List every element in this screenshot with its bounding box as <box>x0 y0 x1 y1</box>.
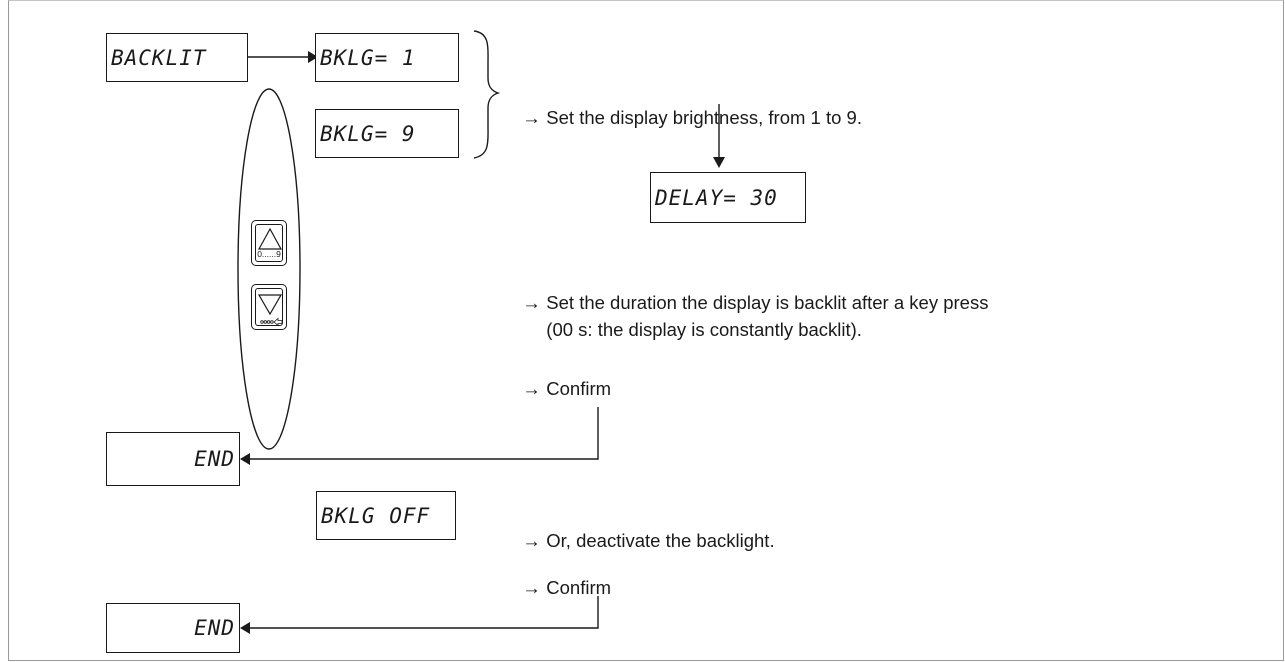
arrow-confirm-to-end-2 <box>250 596 599 629</box>
down-triangle-icon <box>257 294 283 327</box>
step-confirm-1: →Confirm <box>512 348 611 402</box>
duration-line-1: Set the duration the display is backlit … <box>546 292 989 313</box>
enter-dots-arrow-icon <box>260 317 283 327</box>
arrowhead-bklg <box>308 51 318 63</box>
lcd-end-2: END <box>106 603 240 653</box>
duration-line-2: (00 s: the display is constantly backlit… <box>546 319 862 340</box>
step-arrow: → <box>522 292 541 313</box>
lcd-end-1: END <box>106 432 240 486</box>
step-confirm-2: →Confirm <box>512 547 611 601</box>
diagram-frame <box>8 0 1284 661</box>
lcd-backlit: BACKLIT <box>106 33 248 82</box>
step-brightness: →Set the display brightness, from 1 to 9… <box>512 77 862 131</box>
step-arrow: → <box>522 530 541 551</box>
step-deactivate: →Or, deactivate the backlight. <box>512 500 774 554</box>
key-group-ellipse <box>237 88 301 450</box>
step-arrow: → <box>522 577 541 598</box>
step-duration: →Set the duration the display is backlit… <box>512 262 988 343</box>
arrowhead-delay <box>713 157 725 168</box>
arrowhead-end-1 <box>240 453 250 465</box>
lcd-bklg-off: BKLG OFF <box>316 491 456 540</box>
step-arrow: → <box>522 107 541 128</box>
up-key-label: 0......9 <box>257 249 281 259</box>
lcd-delay: DELAY= 30 <box>650 172 806 223</box>
step-arrow: → <box>522 378 541 399</box>
up-triangle-icon <box>257 227 283 250</box>
brightness-brace <box>473 30 501 159</box>
down-key <box>251 284 287 330</box>
lcd-bklg-9: BKLG= 9 <box>315 109 459 158</box>
arrowhead-end-2 <box>240 622 250 634</box>
arrow-confirm-to-end-1 <box>250 407 599 460</box>
up-key: 0......9 <box>251 220 287 266</box>
lcd-bklg-1: BKLG= 1 <box>315 33 459 82</box>
